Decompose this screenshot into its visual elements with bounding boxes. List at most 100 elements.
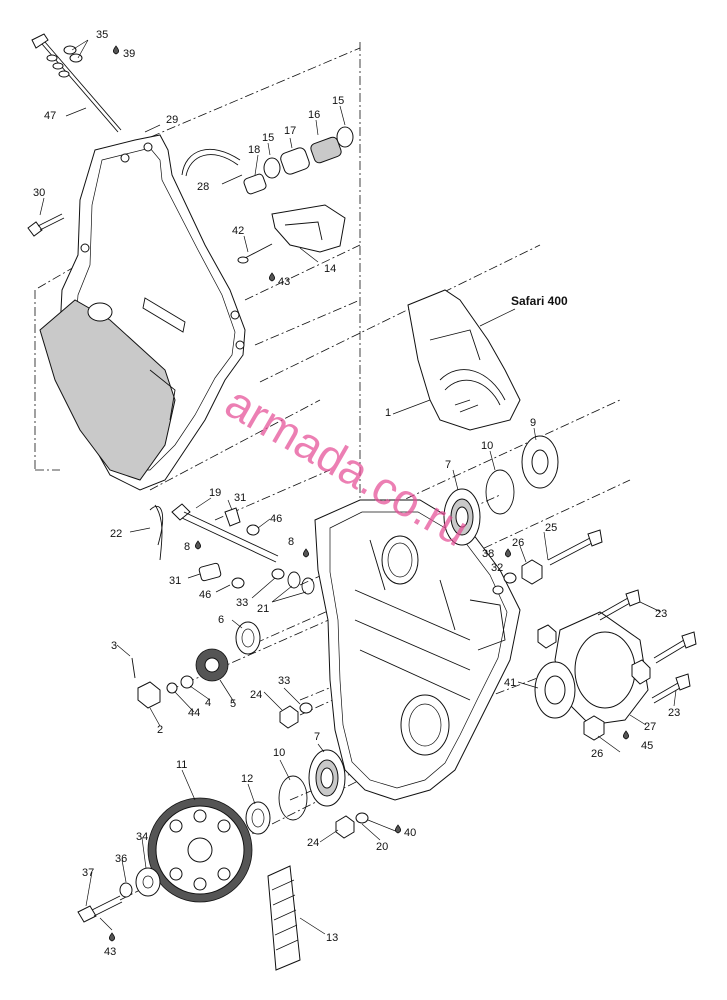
label-20: 20: [376, 841, 388, 853]
label-24-lower: 24: [307, 837, 319, 849]
oil-drop-icon: [108, 932, 116, 942]
label-41: 41: [504, 677, 516, 689]
label-23-lower: 23: [668, 707, 680, 719]
label-26-lower: 26: [591, 748, 603, 760]
tensioner-parts: [181, 126, 354, 264]
label-31-lower: 31: [169, 575, 181, 587]
pin-3: [131, 657, 136, 679]
cotter-pin-22: [149, 504, 163, 561]
spacer-6: [235, 621, 261, 655]
washer-36: [119, 882, 133, 898]
bearing-7-lower: [308, 749, 346, 807]
label-47: 47: [44, 110, 56, 122]
drive-chain-13: [267, 865, 301, 971]
oil-drop-icon: [302, 548, 310, 558]
bolt-31-lower: [198, 562, 222, 582]
oil-drop-icon: [504, 548, 512, 558]
label-8-right: 8: [288, 536, 294, 548]
label-43-lower: 43: [104, 946, 116, 958]
subassembly-label: Safari 400: [511, 294, 568, 308]
label-22: 22: [110, 528, 122, 540]
circlip-10-lower: [278, 775, 308, 821]
label-1: 1: [385, 407, 391, 419]
label-38: 38: [482, 548, 494, 560]
label-31-upper: 31: [234, 492, 246, 504]
label-37: 37: [82, 867, 94, 879]
label-5: 5: [230, 698, 236, 710]
bolt-37: [77, 895, 123, 923]
washers-4-44: [166, 675, 194, 694]
label-26-upper: 26: [512, 537, 524, 549]
nut-26-lower: [583, 715, 605, 741]
chaincase-housing: [314, 499, 521, 801]
bearing-cover-27: [537, 611, 651, 726]
label-6: 6: [218, 614, 224, 626]
label-2: 2: [157, 724, 163, 736]
label-7-upper: 7: [445, 459, 451, 471]
label-24-upper: 24: [250, 689, 262, 701]
label-27: 27: [644, 721, 656, 733]
label-32: 32: [491, 562, 503, 574]
circlip-10-upper: [485, 469, 515, 515]
oil-drop-icon: [268, 272, 276, 282]
label-28: 28: [197, 181, 209, 193]
nut-24-upper: [279, 702, 313, 729]
label-9: 9: [530, 417, 536, 429]
label-40: 40: [404, 827, 416, 839]
label-34: 34: [136, 831, 148, 843]
label-7-lower: 7: [314, 731, 320, 743]
nut-2: [137, 681, 161, 709]
label-4: 4: [205, 697, 211, 709]
washers-46-21: [231, 524, 315, 595]
sprocket-11: [147, 797, 253, 903]
oil-drop-icon: [394, 824, 402, 834]
label-35: 35: [96, 29, 108, 41]
label-19: 19: [209, 487, 221, 499]
label-15: 15: [262, 132, 274, 144]
sprocket-5: [195, 648, 229, 682]
label-45: 45: [641, 740, 653, 752]
seal-41: [534, 661, 576, 719]
label-46-lower: 46: [199, 589, 211, 601]
bolt-30: [27, 213, 65, 237]
spacer-34: [135, 867, 161, 897]
label-3: 3: [111, 640, 117, 652]
label-18: 18: [248, 144, 260, 156]
oil-drop-icons: [108, 45, 630, 942]
label-29: 29: [166, 114, 178, 126]
label-44: 44: [188, 707, 200, 719]
tensioner-bolt-19: [171, 503, 279, 563]
label-11: 11: [176, 759, 187, 771]
label-42: 42: [232, 225, 244, 237]
label-25: 25: [545, 522, 557, 534]
oil-drop-icon: [112, 45, 120, 55]
label-30: 30: [33, 187, 45, 199]
label-16: 16: [308, 109, 320, 121]
dipstick: [31, 33, 122, 133]
label-13: 13: [326, 932, 338, 944]
label-12: 12: [241, 773, 253, 785]
bolts-23: [597, 589, 697, 704]
label-21: 21: [257, 603, 269, 615]
safari-400-housing-view: [407, 289, 521, 431]
label-36: 36: [115, 853, 127, 865]
label-15-top: 15: [332, 95, 344, 107]
label-17: 17: [284, 125, 296, 137]
part-number-labels: 35 39 47 29 30 15 16 17 15 18 28 42 14 4…: [33, 29, 680, 958]
seal-9: [521, 435, 559, 489]
oil-drop-icon: [622, 730, 630, 740]
label-43-top: 43: [278, 276, 290, 288]
leader-lines: [39, 39, 677, 935]
washer-32: [492, 572, 517, 595]
label-33-upper: 33: [236, 597, 248, 609]
chaincase-cover: [39, 134, 246, 491]
spacer-12: [245, 801, 271, 835]
nut-24-lower: [335, 812, 369, 839]
label-10-upper: 10: [481, 440, 493, 452]
bearing-7-upper: [443, 488, 481, 546]
label-33-lower: 33: [278, 675, 290, 687]
oil-drop-icon: [194, 540, 202, 550]
label-39: 39: [123, 48, 135, 60]
